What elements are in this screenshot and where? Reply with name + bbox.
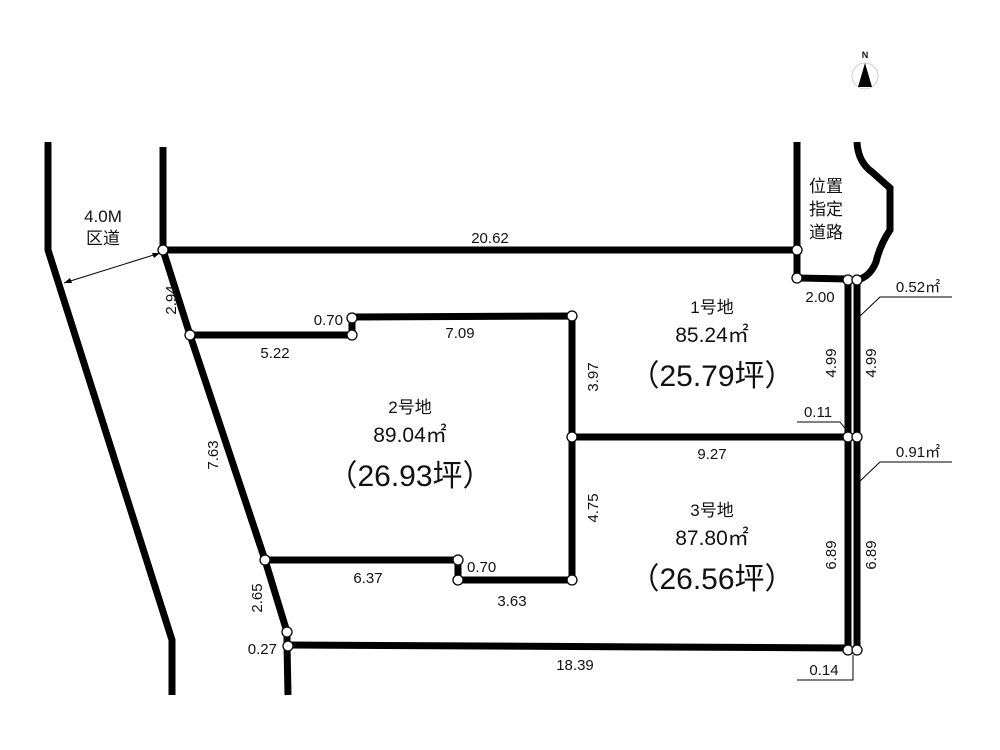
dim-bottom: 18.39	[556, 657, 594, 674]
strip-upper-area: 0.52㎡	[896, 279, 940, 296]
dim-522: 5.22	[260, 345, 289, 362]
lot-3-area: 87.80㎡	[675, 526, 749, 550]
dim-right-lower-outer: 6.89	[863, 540, 880, 569]
leader-014	[797, 655, 854, 681]
compass-north-label: N	[862, 50, 869, 60]
dim-top: 20.62	[471, 230, 509, 247]
boundary-points	[157, 244, 863, 656]
north-compass-icon: N	[851, 50, 879, 90]
road-width-arrow	[63, 252, 161, 284]
dim-left-c: 2.65	[249, 583, 266, 612]
lot-line-1-2-upper	[190, 312, 848, 441]
lot-1-name: 1号地	[690, 298, 733, 317]
lot-3-name: 3号地	[690, 501, 733, 520]
dim-step-bottom: 0.70	[467, 559, 496, 576]
designated-road-label-2: 指定	[809, 200, 843, 219]
dim-right-upper-inner: 4.99	[823, 348, 840, 377]
dim-right-upper-outer: 4.99	[863, 348, 880, 377]
dim-step-top: 0.70	[314, 312, 343, 329]
ward-road-outer-edge	[44, 142, 176, 695]
dim-left-d: 0.27	[248, 641, 277, 658]
dim-927: 9.27	[697, 446, 726, 463]
dim-left-a: 2.94	[163, 285, 180, 314]
designated-road-label-3: 道路	[809, 223, 843, 242]
lot-line-2-3-lower	[265, 437, 576, 584]
dim-road-width: 2.00	[805, 289, 834, 306]
dim-709: 7.09	[445, 325, 474, 342]
lot-2-area: 89.04㎡	[373, 423, 447, 447]
dim-left-b: 7.63	[205, 440, 222, 469]
site-left-boundary	[159, 248, 292, 696]
designated-road-right-edge	[853, 141, 894, 284]
site-bottom-boundary	[287, 641, 849, 652]
lot-1-area: 85.24㎡	[675, 323, 749, 347]
dim-397: 3.97	[585, 362, 602, 391]
lot-2-name: 2号地	[388, 398, 431, 417]
lot-2-tsubo: （26.93坪）	[327, 460, 492, 493]
lot-3-tsubo: （26.56坪）	[629, 563, 794, 596]
dim-363: 3.63	[497, 593, 526, 610]
dim-475: 4.75	[585, 493, 602, 522]
leader-052	[857, 296, 952, 319]
leader-011	[797, 421, 849, 433]
dim-637: 6.37	[353, 570, 382, 587]
lot-1-tsubo: （25.79坪）	[629, 360, 794, 393]
dim-right-lower-inner: 6.89	[823, 540, 840, 569]
ward-road-name: 区道	[86, 229, 120, 248]
dim-011: 0.11	[804, 404, 832, 421]
ward-road-width: 4.0M	[84, 207, 122, 226]
leader-091	[857, 461, 952, 484]
strip-lower-area: 0.91㎡	[896, 444, 940, 461]
designated-road-label-1: 位置	[809, 177, 843, 196]
dim-014: 0.14	[809, 662, 838, 679]
